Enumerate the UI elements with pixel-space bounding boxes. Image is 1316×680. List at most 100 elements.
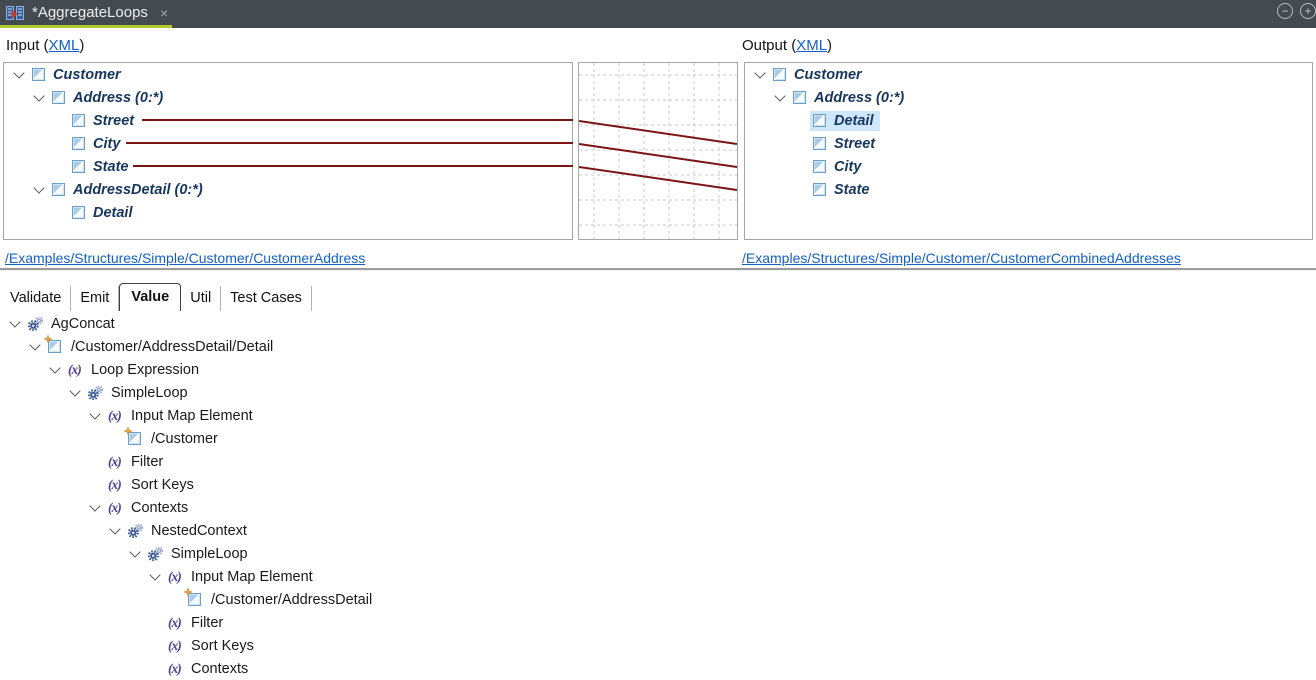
zoom-out-button[interactable]: − [1277, 3, 1293, 19]
value-node-label: SimpleLoop [111, 384, 188, 401]
value-tree-row-simpleloop[interactable]: SimpleLoop [0, 381, 1316, 404]
gears-icon [148, 546, 164, 561]
value-node-label: /Customer [151, 430, 218, 447]
selected-node-highlight[interactable]: Detail [810, 110, 880, 131]
tree-row-customer[interactable]: Customer [745, 63, 1312, 86]
zoom-in-button[interactable]: + [1300, 3, 1316, 19]
xml-element-icon [812, 182, 827, 197]
chevron-down-icon[interactable] [88, 413, 108, 418]
value-tree-row-contexts-nested[interactable]: (x) Contexts [0, 657, 1316, 680]
expression-icon: (x) [168, 568, 182, 584]
xml-element-icon [71, 113, 86, 128]
input-structure-link[interactable]: /Examples/Structures/Simple/Customer/Cus… [5, 250, 366, 266]
tab-util[interactable]: Util [181, 286, 222, 311]
output-header-prefix: Output ( [742, 37, 797, 54]
mapping-line-street[interactable] [142, 119, 573, 121]
value-tree-row-simpleloop-nested[interactable]: SimpleLoop [0, 542, 1316, 565]
value-node-label: Sort Keys [131, 476, 194, 493]
tab-emit[interactable]: Emit [71, 286, 120, 311]
value-node-label: /Customer/AddressDetail [211, 591, 373, 608]
tree-row-street[interactable]: Street [4, 109, 572, 132]
tree-row-address[interactable]: Address (0:*) [4, 86, 572, 109]
value-tree-row-nestedcontext[interactable]: NestedContext [0, 519, 1316, 542]
input-header: Input (XML) [6, 37, 84, 54]
value-tree-row-loop-expression[interactable]: (x) Loop Expression [0, 358, 1316, 381]
chevron-down-icon[interactable] [753, 72, 773, 77]
chevron-down-icon[interactable] [128, 551, 148, 556]
tree-node-label: Customer [53, 66, 121, 83]
output-structure-link[interactable]: /Examples/Structures/Simple/Customer/Cus… [742, 250, 1181, 266]
mapping-line-city[interactable] [126, 142, 573, 144]
tree-row-address[interactable]: Address (0:*) [745, 86, 1312, 109]
value-tree-row-input-map-element-nested[interactable]: (x) Input Map Element [0, 565, 1316, 588]
value-tree-row-agconcat[interactable]: AgConcat [0, 312, 1316, 335]
tree-node-label: City [834, 158, 862, 175]
tab-value[interactable]: Value [119, 283, 182, 311]
value-tree-row-input-map-element[interactable]: (x) Input Map Element [0, 404, 1316, 427]
expression-icon: (x) [108, 476, 122, 492]
document-tab-bar: *AggregateLoops × − + [0, 0, 1316, 28]
expression-icon: (x) [168, 660, 182, 676]
tree-row-customer[interactable]: Customer [4, 63, 572, 86]
gears-icon [28, 316, 44, 331]
gears-icon [88, 385, 104, 400]
tree-row-detail[interactable]: Detail [4, 201, 572, 224]
output-header-suffix: ) [827, 37, 833, 54]
mapping-line-state[interactable] [133, 165, 573, 167]
value-tree-row-customer-path[interactable]: /Customer [0, 427, 1316, 450]
value-tree-row-contexts[interactable]: (x) Contexts [0, 496, 1316, 519]
xml-element-icon [812, 159, 827, 174]
expression-icon: (x) [108, 499, 122, 515]
value-node-label: Filter [191, 614, 224, 631]
chevron-down-icon[interactable] [68, 390, 88, 395]
chevron-down-icon[interactable] [12, 72, 32, 77]
gears-icon [128, 523, 144, 538]
chevron-down-icon[interactable] [773, 95, 793, 100]
value-tree-row-sort-keys-nested[interactable]: (x) Sort Keys [0, 634, 1316, 657]
value-tree-row-filter-nested[interactable]: (x) Filter [0, 611, 1316, 634]
close-icon[interactable]: × [159, 4, 169, 21]
chevron-down-icon[interactable] [48, 367, 68, 372]
tree-row-state[interactable]: State [4, 155, 572, 178]
output-schema-panel: Customer Address (0:*) Detail Street Cit… [744, 62, 1313, 240]
tree-node-label: Detail [834, 112, 874, 129]
document-tab-aggregateloops[interactable]: *AggregateLoops × [0, 0, 176, 25]
value-node-label: Loop Expression [91, 361, 200, 378]
chevron-down-icon[interactable] [88, 505, 108, 510]
value-tree-row-output-element[interactable]: /Customer/AddressDetail/Detail [0, 335, 1316, 358]
xml-element-icon [51, 90, 66, 105]
value-tree-row-addressdetail-path[interactable]: /Customer/AddressDetail [0, 588, 1316, 611]
value-node-label: Input Map Element [131, 407, 253, 424]
tree-row-city[interactable]: City [4, 132, 572, 155]
xml-element-icon [792, 90, 807, 105]
chevron-down-icon[interactable] [32, 95, 52, 100]
tab-validate[interactable]: Validate [1, 286, 72, 311]
chevron-down-icon[interactable] [8, 321, 28, 326]
value-tree-row-filter[interactable]: (x) Filter [0, 450, 1316, 473]
tree-node-label: Address (0:*) [814, 89, 905, 106]
tree-node-label: Detail [93, 204, 133, 221]
mapping-connector-lines[interactable] [578, 120, 738, 191]
value-node-label: Filter [131, 453, 164, 470]
chevron-down-icon[interactable] [32, 187, 52, 192]
output-xml-link[interactable]: XML [796, 37, 828, 54]
mapped-element-icon [124, 427, 144, 445]
output-header: Output (XML) [742, 37, 832, 54]
value-tree-row-sort-keys[interactable]: (x) Sort Keys [0, 473, 1316, 496]
tree-node-label: Customer [794, 66, 862, 83]
tree-row-state[interactable]: State [745, 178, 1312, 201]
chevron-down-icon[interactable] [148, 574, 168, 579]
tree-row-detail-selected[interactable]: Detail [745, 109, 1312, 132]
chevron-down-icon[interactable] [108, 528, 128, 533]
tab-test-cases[interactable]: Test Cases [221, 286, 312, 311]
value-node-label: SimpleLoop [171, 545, 248, 562]
input-xml-link[interactable]: XML [48, 37, 80, 54]
tree-row-street[interactable]: Street [745, 132, 1312, 155]
tree-row-city[interactable]: City [745, 155, 1312, 178]
mapped-element-icon [184, 588, 204, 606]
tree-row-addressdetail[interactable]: AddressDetail (0:*) [4, 178, 572, 201]
value-node-label: AgConcat [51, 315, 115, 332]
mapping-grid-and-links [578, 63, 738, 239]
chevron-down-icon[interactable] [28, 344, 48, 349]
star-badge-icon [184, 588, 192, 596]
